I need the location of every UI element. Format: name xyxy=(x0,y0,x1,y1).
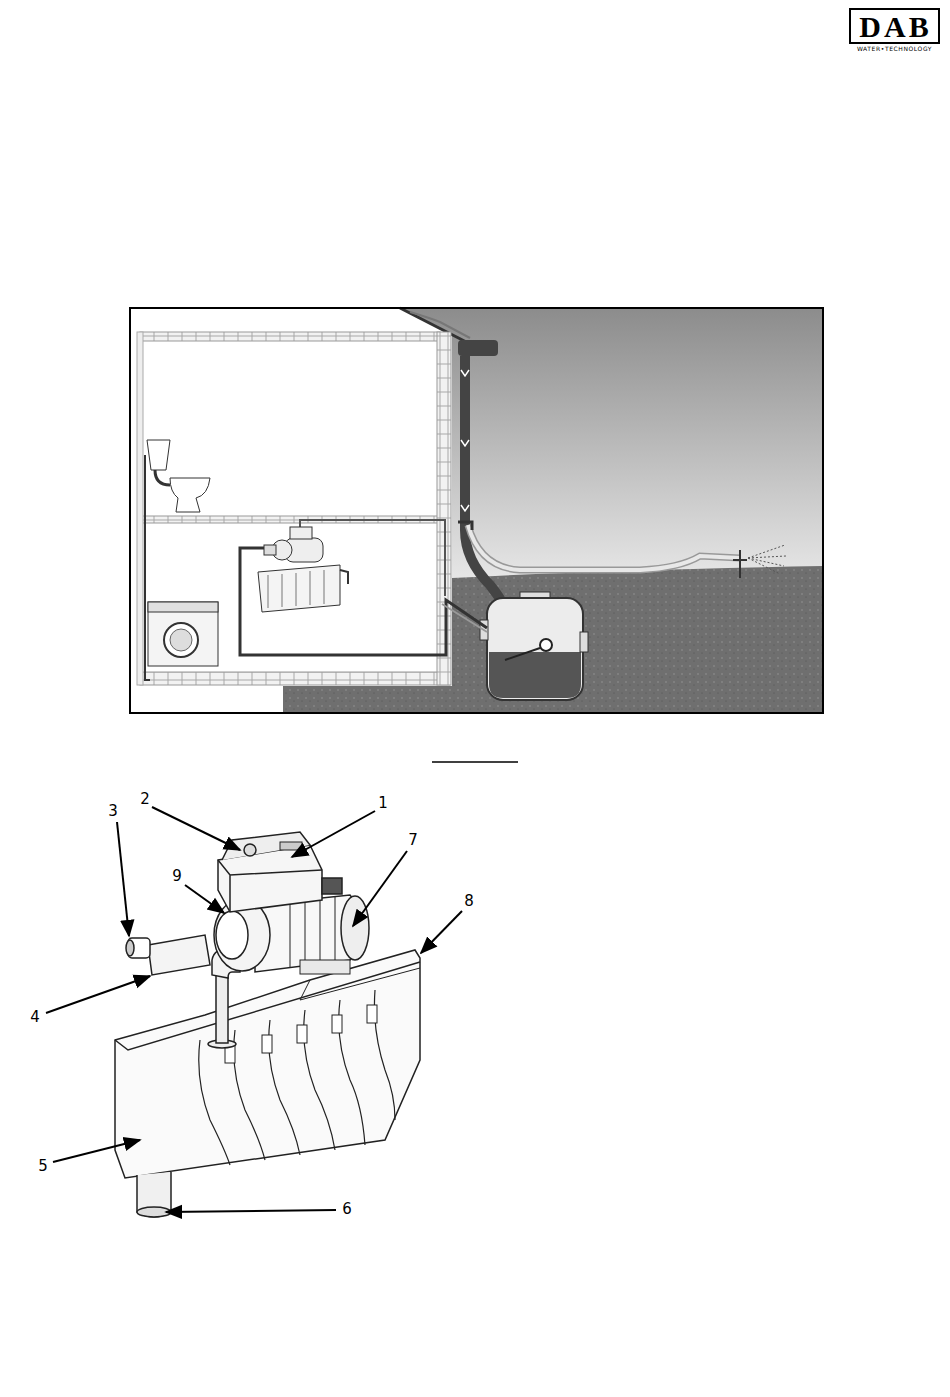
brand-logo: DABWATER•TECHNOLOGY xyxy=(849,8,940,53)
callout-number: 6 xyxy=(342,1201,352,1217)
callout-number: 7 xyxy=(408,832,418,848)
logo-wordmark: DAB xyxy=(849,8,940,44)
separator-line xyxy=(432,761,518,763)
callout-number: 4 xyxy=(30,1009,40,1025)
callout-number: 3 xyxy=(108,803,118,819)
callout-number: 2 xyxy=(140,791,150,807)
callout-number: 5 xyxy=(38,1158,48,1174)
pump-unit xyxy=(115,832,420,1217)
logo-tagline: WATER•TECHNOLOGY xyxy=(849,45,940,53)
callout-number: 9 xyxy=(172,868,182,884)
house-scene xyxy=(130,308,823,713)
callout-number: 1 xyxy=(378,795,388,811)
callout-number: 8 xyxy=(464,893,474,909)
leader-arrows xyxy=(46,807,462,1212)
